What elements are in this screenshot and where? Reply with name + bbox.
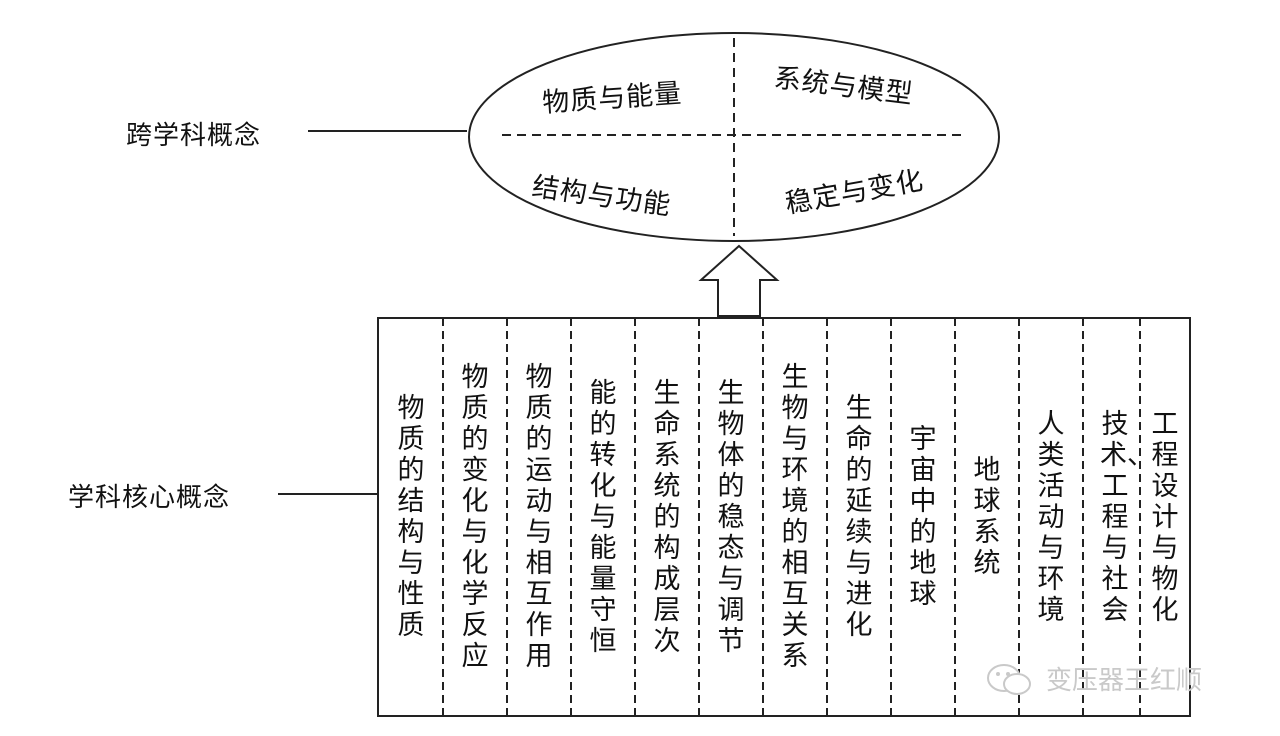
cross-disciplinary-label: 跨学科概念 <box>126 121 262 151</box>
core-concept-text: 生物与环境的相互关系 <box>781 362 809 672</box>
watermark-text: 变压器王红顺 <box>1046 666 1203 696</box>
core-concept-column: 能的转化与能量守恒 <box>571 318 635 716</box>
core-concept-column: 地球系统 <box>955 318 1019 716</box>
core-concept-column: 宇宙中的地球 <box>891 318 955 716</box>
core-concept-text: 生物体的稳态与调节 <box>717 377 745 657</box>
core-concepts-label: 学科核心概念 <box>68 483 231 513</box>
core-concept-column: 物质的运动与相互作用 <box>507 318 571 716</box>
core-concept-text: 技术、工程与社会 <box>1100 408 1154 626</box>
wechat-icon <box>987 664 1031 695</box>
core-concept-text: 物质的变化与化学反应 <box>461 362 489 672</box>
core-concept-column: 生物与环境的相互关系 <box>763 318 827 716</box>
core-concept-column: 生命的延续与进化 <box>827 318 891 716</box>
core-concept-column: 生命系统的构成层次 <box>635 318 699 716</box>
up-arrow <box>698 244 780 317</box>
core-concept-column: 技术、工程与社会 <box>1083 318 1154 716</box>
cross-cutting-ellipse <box>468 32 1000 242</box>
core-concept-text: 宇宙中的地球 <box>909 424 937 610</box>
core-concept-text: 地球系统 <box>973 455 1001 579</box>
core-concept-text: 人类活动与环境 <box>1037 408 1065 626</box>
core-concept-text: 生命的延续与进化 <box>845 393 873 641</box>
core-concept-text: 物质的结构与性质 <box>397 393 425 641</box>
core-concept-column: 物质的变化与化学反应 <box>443 318 507 716</box>
core-concept-text: 物质的运动与相互作用 <box>525 362 553 672</box>
core-concept-column: 人类活动与环境 <box>1019 318 1083 716</box>
core-concept-text: 生命系统的构成层次 <box>653 377 681 657</box>
core-concept-column: 物质的结构与性质 <box>379 318 443 716</box>
core-concept-column: 工程设计与物化 <box>1140 318 1190 716</box>
column-dividers <box>442 318 1141 716</box>
core-concept-text: 工程设计与物化 <box>1151 408 1179 626</box>
core-concept-text: 能的转化与能量守恒 <box>589 377 617 657</box>
core-concept-column: 生物体的稳态与调节 <box>699 318 763 716</box>
core-concepts-box <box>377 317 1191 717</box>
